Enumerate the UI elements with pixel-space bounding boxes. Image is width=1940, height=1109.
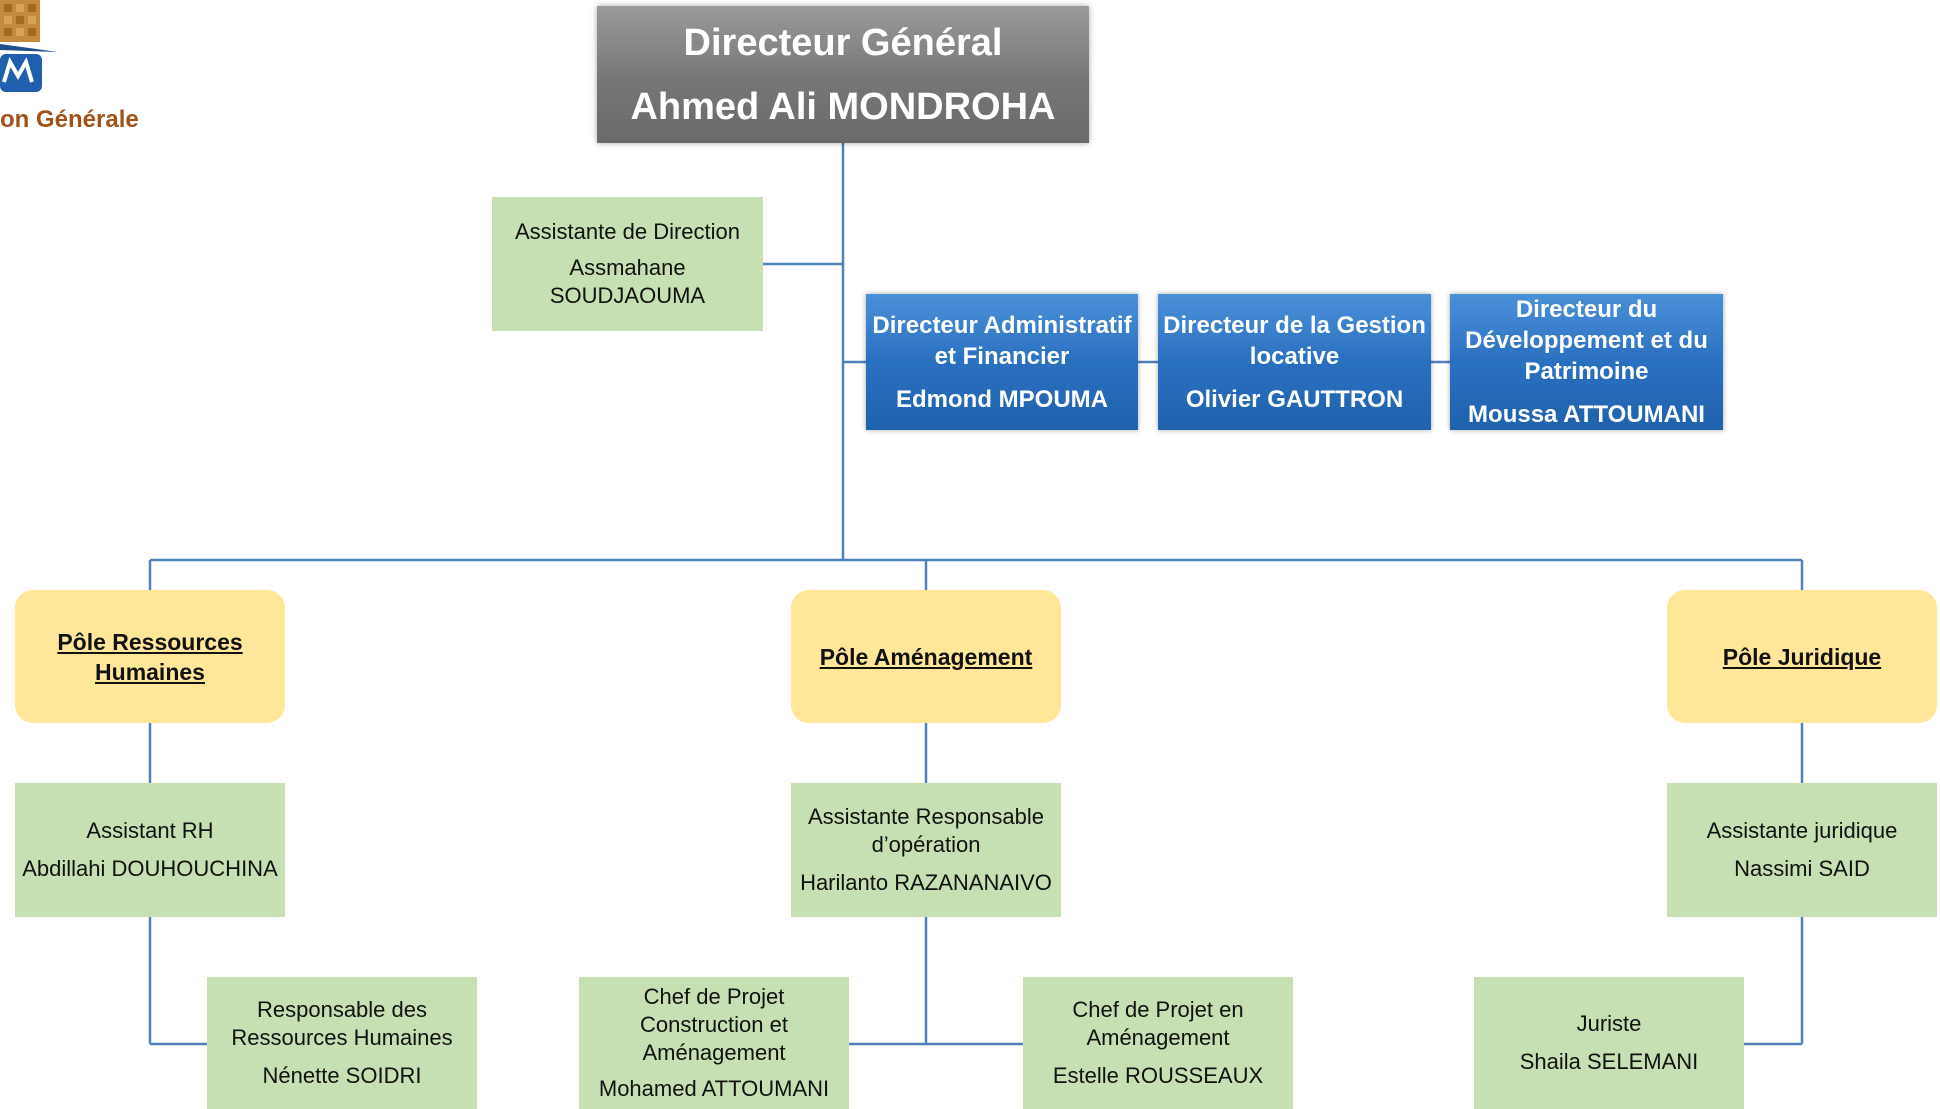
assistant-rh-box: Assistant RH Abdillahi DOUHOUCHINA <box>15 783 285 917</box>
staff-title: Chef de Projet Construction et Aménageme… <box>640 984 788 1065</box>
pole-amenagement: Pôle Aménagement <box>791 590 1061 723</box>
company-logo: on Générale <box>0 0 160 140</box>
staff-name: Nénette SOIDRI <box>262 1063 422 1088</box>
pole-ressources-humaines: Pôle Ressources Humaines <box>15 590 285 723</box>
staff-title: Assistante Responsable d’opération <box>807 804 1045 857</box>
staff-title: Chef de Projet en Aménagement <box>1072 997 1244 1050</box>
staff-name: Harilanto RAZANANAIVO <box>800 870 1052 895</box>
staff-name: Shaila SELEMANI <box>1519 1049 1699 1074</box>
staff-name: Estelle ROUSSEAUX <box>1052 1063 1264 1088</box>
logo-caption: on Générale <box>0 106 139 133</box>
chef-projet-construction-box: Chef de Projet Construction et Aménageme… <box>579 977 849 1109</box>
staff-title: Assistante juridique <box>1706 818 1898 843</box>
director-title: Directeur Administratif et Financier <box>872 311 1132 370</box>
assistant-juridique-box: Assistante juridique Nassimi SAID <box>1667 783 1937 917</box>
director-box-admin-finance: Directeur Administratif et Financier Edm… <box>866 294 1138 430</box>
pole-label: Pôle Aménagement <box>819 643 1033 670</box>
director-general-title: Directeur Général <box>683 21 1003 64</box>
staff-name: Abdillahi DOUHOUCHINA <box>22 856 278 881</box>
chef-projet-amenagement-box: Chef de Projet en Aménagement Estelle RO… <box>1023 977 1293 1109</box>
director-name: Edmond MPOUMA <box>896 385 1108 413</box>
director-name: Moussa ATTOUMANI <box>1468 401 1705 428</box>
staff-title: Juriste <box>1576 1011 1642 1036</box>
director-general-name: Ahmed Ali MONDROHA <box>630 85 1056 128</box>
responsable-rh-box: Responsable des Ressources Humaines Néne… <box>207 977 477 1109</box>
director-title: Directeur du Développement et du Patrimo… <box>1465 296 1708 385</box>
staff-name: Mohamed ATTOUMANI <box>598 1076 830 1101</box>
pole-label: Pôle Ressources Humaines <box>57 628 243 685</box>
juriste-box: Juriste Shaila SELEMANI <box>1474 977 1744 1109</box>
pole-label: Pôle Juridique <box>1722 643 1882 670</box>
staff-title: Assistant RH <box>86 818 214 843</box>
assistant-operation-box: Assistante Responsable d’opération Haril… <box>791 783 1061 917</box>
staff-name: Nassimi SAID <box>1734 856 1870 881</box>
director-box-gestion-locative: Directeur de la Gestion locative Olivier… <box>1158 294 1431 430</box>
logo-mark <box>0 0 58 92</box>
director-name: Olivier GAUTTRON <box>1185 385 1404 413</box>
assistant-direction-title: Assistante de Direction <box>515 219 740 244</box>
director-title: Directeur de la Gestion locative <box>1163 311 1426 370</box>
director-box-developpement: Directeur du Développement et du Patrimo… <box>1450 294 1723 430</box>
assistant-direction-name: Assmahane SOUDJAOUMA <box>549 255 706 308</box>
staff-title: Responsable des Ressources Humaines <box>231 997 453 1050</box>
director-general-box: Directeur Général Ahmed Ali MONDROHA <box>597 6 1089 143</box>
assistant-direction-box: Assistante de Direction Assmahane SOUDJA… <box>492 197 763 331</box>
pole-juridique: Pôle Juridique <box>1667 590 1937 723</box>
